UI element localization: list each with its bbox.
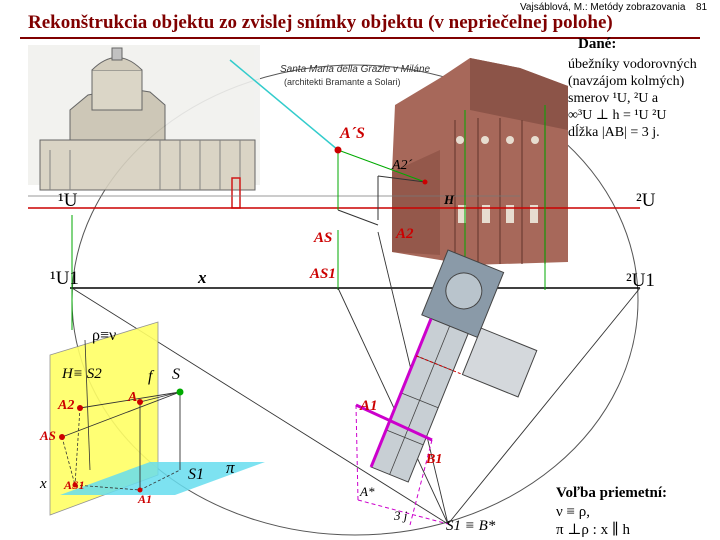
given-line-3: smerov ¹U, ²U a xyxy=(568,91,659,106)
label-x-lower: x xyxy=(40,476,47,492)
label-U2-low: ²U1 xyxy=(626,270,655,291)
given-line-1: úbežníky vodorovných xyxy=(568,57,697,72)
projection-choice-line-1: ν ≡ ρ, xyxy=(556,504,590,520)
point-A2-prime xyxy=(422,179,428,185)
label-S1-B-star: S1 ≡ B* xyxy=(446,518,496,534)
point-As1-small xyxy=(72,482,78,488)
label-f: f xyxy=(148,368,153,385)
projection-choice-heading: Voľba priemetní: xyxy=(556,485,668,501)
label-As1-small: AS1 xyxy=(64,478,85,492)
given-heading: Dané: xyxy=(578,36,617,52)
point-A2-small xyxy=(77,405,83,411)
point-As-prime xyxy=(334,146,342,154)
label-A2-small: A2 xyxy=(58,398,75,413)
label-S1: S1 xyxy=(188,466,204,483)
label-U1-top: ¹U xyxy=(58,190,78,211)
label-S: S xyxy=(172,366,180,383)
label-pi: π xyxy=(226,458,235,477)
given-list: úbežníky vodorovných (navzájom kolmých) … xyxy=(568,56,718,141)
point-A-small xyxy=(137,399,143,405)
church-photo xyxy=(392,58,568,265)
label-x-upper: x xyxy=(198,268,207,287)
church-drawing xyxy=(28,45,260,209)
photo-caption-architects: (architekti Bramante a Solari) xyxy=(284,77,401,87)
label-rho-nu: ρ≡ν xyxy=(92,327,117,344)
given-line-2: (navzájom kolmých) xyxy=(568,74,685,89)
label-A1: A1 xyxy=(360,398,378,414)
label-As-prime: A´S xyxy=(340,125,365,142)
label-A-star: A* xyxy=(360,484,375,499)
magenta-edge xyxy=(355,403,433,442)
point-As-small xyxy=(59,434,65,440)
label-As-small: AS xyxy=(40,428,56,443)
page-number: 81 xyxy=(696,2,708,13)
label-As: AS xyxy=(314,230,333,246)
title-underline xyxy=(20,37,700,39)
label-U1-low: ¹U1 xyxy=(50,268,79,289)
label-H-S2: H≡ S2 xyxy=(62,366,102,382)
label-A2: A2 xyxy=(396,226,414,242)
label-B1: B1 xyxy=(426,452,443,467)
point-A1-small xyxy=(137,487,143,493)
cyan-ray xyxy=(229,59,339,151)
slide-title: Rekonštrukcia objektu zo zvislej snímky … xyxy=(28,12,613,33)
label-A1-small: A1 xyxy=(138,492,153,506)
point-S xyxy=(176,388,184,396)
label-H: H xyxy=(444,192,455,207)
label-U2-top: ²U xyxy=(636,190,656,211)
label-As1: AS1 xyxy=(310,266,336,282)
floor-plan xyxy=(369,249,538,483)
photo-caption: Santa Maria della Grazie v Miláne xyxy=(280,64,431,75)
given-line-5: dĺžka |AB| = 3 j. xyxy=(568,125,660,140)
label-A2-prime: A2´ xyxy=(392,158,413,173)
label-3j: 3 j xyxy=(394,508,408,523)
header-author: Vajsáblová, M.: Metódy zobrazovania xyxy=(520,2,686,13)
projection-choice-line-2: π ⊥ρ : x ∥ h xyxy=(556,522,631,538)
given-line-4: ∞³U ⊥ h = ¹U ²U xyxy=(568,108,667,123)
label-A-small: A xyxy=(128,390,138,405)
